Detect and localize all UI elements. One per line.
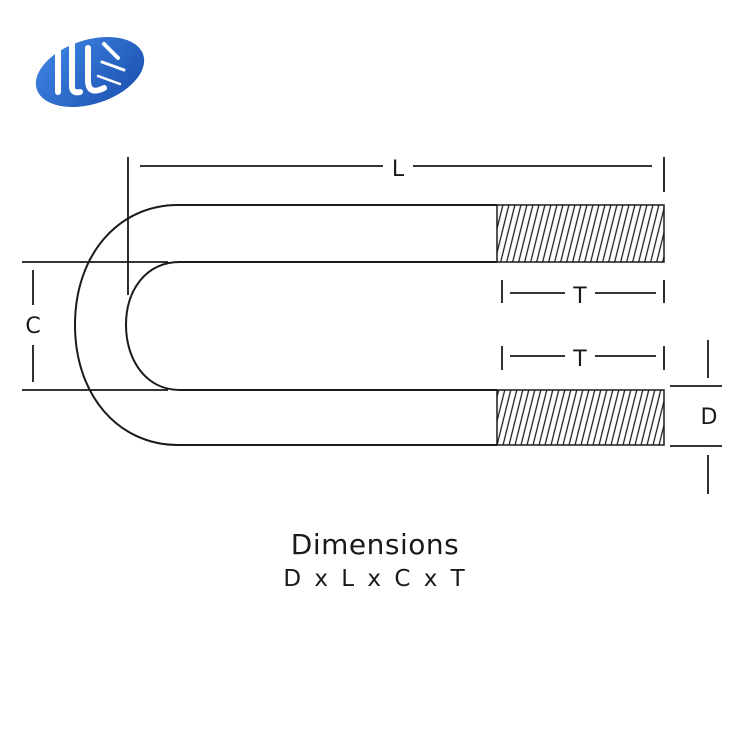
inner-width-label: C	[25, 314, 40, 339]
dimension-diameter	[670, 340, 722, 494]
dimension-inner-width	[22, 261, 168, 391]
dimension-length	[127, 157, 665, 295]
length-label: L	[392, 157, 405, 182]
caption-title: Dimensions	[290, 528, 460, 561]
thread-lower	[496, 389, 665, 446]
caption-formula: D x L x C x T	[283, 566, 467, 592]
dimension-thread-upper	[501, 280, 665, 303]
thread-lower-label: T	[572, 347, 587, 372]
diameter-label: D	[701, 405, 718, 430]
brand-logo	[35, 36, 145, 108]
u-bolt-body	[73, 204, 497, 446]
dimension-thread-lower	[501, 346, 665, 370]
thread-upper-label: T	[572, 284, 587, 309]
thread-upper	[496, 204, 665, 263]
